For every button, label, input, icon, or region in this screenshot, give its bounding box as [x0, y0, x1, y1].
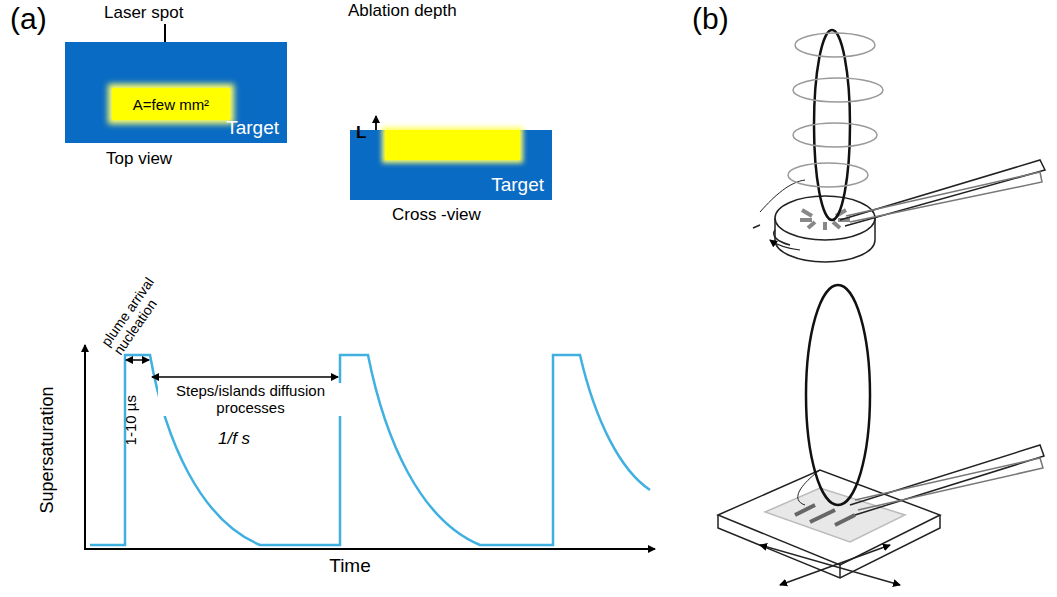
target-block: Target A=few mm² [65, 42, 287, 143]
y-axis [84, 345, 86, 550]
label: Top view [106, 150, 172, 169]
label: Time [329, 556, 371, 577]
label: plume arrival nucleation [99, 258, 182, 358]
node-text: Target [226, 117, 279, 139]
label: 1/f s [218, 430, 250, 449]
pulse-arrow [126, 359, 149, 361]
label: (b) [692, 2, 729, 35]
label: Steps/islands diffusion processes [158, 383, 343, 416]
label: Cross -view [392, 206, 481, 225]
label: Supersaturation [38, 386, 58, 513]
scanning-substrate-setup [718, 285, 1044, 585]
rotating-target-setup [753, 30, 1045, 262]
x-axis [84, 548, 655, 550]
node-text: A=few mm² [133, 96, 209, 113]
label: Ablation depth [348, 2, 458, 21]
target-block: Target [350, 130, 552, 200]
node-text: Target [491, 174, 544, 196]
label: (a) [10, 2, 47, 35]
laser-spot: A=few mm² [112, 88, 230, 120]
label: L [356, 124, 366, 143]
period-arrow [152, 376, 338, 378]
supersaturation-curve [90, 355, 650, 545]
label: Laser spot [104, 4, 183, 23]
label: 1-10 µs [123, 395, 140, 445]
ablated-region [385, 130, 520, 160]
